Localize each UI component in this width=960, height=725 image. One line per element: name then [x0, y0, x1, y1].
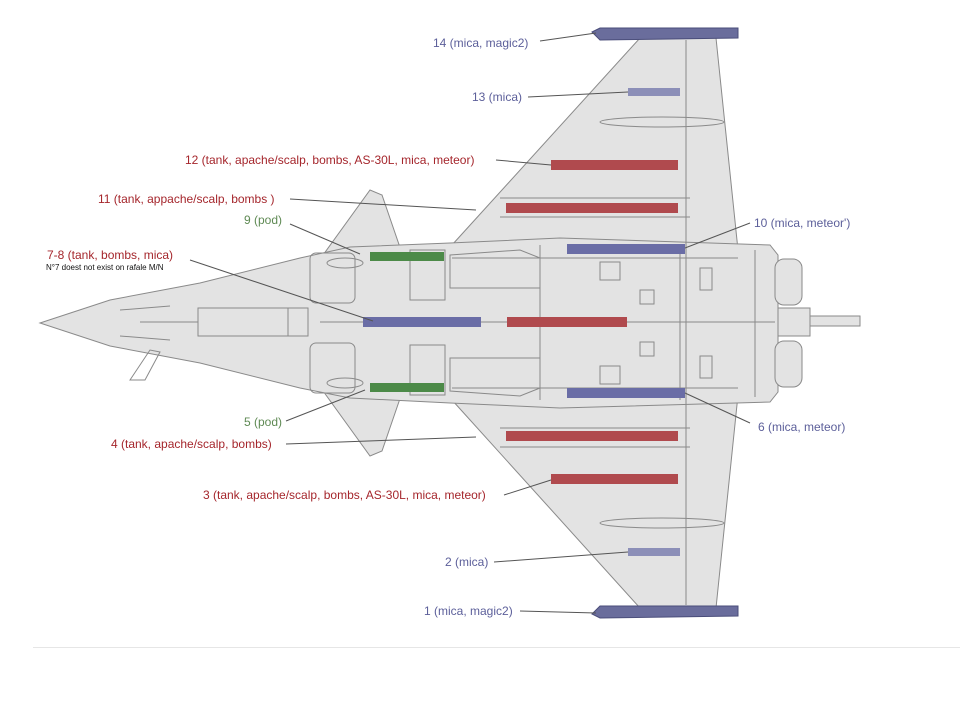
pylon-3	[551, 474, 678, 484]
pylon-9	[370, 252, 444, 261]
station-6-label: 6 (mica, meteor)	[758, 420, 846, 434]
station-9-label: 9 (pod)	[244, 213, 283, 227]
pylon-2	[628, 548, 680, 556]
leader-10	[684, 222, 751, 249]
station-14-label: 14 (mica, magic2)	[433, 36, 529, 50]
footer-divider	[33, 647, 960, 648]
pylon-12	[551, 160, 678, 170]
station-7-8-label: 7-8 (tank, bombs, mica)	[47, 248, 174, 262]
leader-6	[684, 392, 751, 424]
leader-2	[493, 551, 629, 563]
leader-5	[285, 389, 366, 422]
structure-details	[119, 40, 775, 605]
pylon-5	[370, 383, 444, 392]
station-5-label: 5 (pod)	[244, 415, 283, 429]
pylon-13	[628, 88, 680, 96]
leader-12	[495, 159, 552, 166]
leader-4	[285, 436, 477, 445]
nozzle-lower	[774, 340, 803, 388]
wingtip-rails	[591, 27, 739, 619]
station-12-label: 12 (tank, apache/scalp, bombs, AS-30L, m…	[185, 153, 475, 167]
leader-11	[289, 198, 477, 211]
station-1-label: 1 (mica, magic2)	[424, 604, 513, 618]
station-7-note: N°7 doest not exist on rafale M/N	[46, 263, 164, 272]
station-2-label: 2 (mica)	[445, 555, 489, 569]
pylon-11	[506, 203, 678, 213]
leader-14	[539, 32, 597, 42]
station-13-label: 13 (mica)	[472, 90, 523, 104]
nozzle-upper	[774, 258, 803, 306]
leader-3	[503, 479, 552, 496]
pylon-10	[567, 244, 685, 254]
station-3-label: 3 (tank, apache/scalp, bombs, AS-30L, mi…	[203, 488, 486, 502]
leader-1	[519, 610, 597, 614]
leader-13	[527, 91, 629, 98]
pylon-6	[567, 388, 685, 398]
tail-probe	[809, 315, 861, 327]
pylon-7-8-blue	[363, 317, 481, 327]
leader-9	[289, 223, 361, 255]
wingtip-rail-bottom	[591, 605, 739, 619]
tail-cone	[777, 307, 811, 337]
leader-7-8	[189, 259, 374, 322]
station-11-label: 11 (tank, appache/scalp, bombs )	[98, 192, 275, 206]
station-4-label: 4 (tank, apache/scalp, bombs)	[111, 437, 272, 451]
station-10-label: 10 (mica, meteor')	[754, 216, 851, 230]
wingtip-rail-top	[591, 27, 739, 41]
pylon-7-8-red	[507, 317, 627, 327]
pylon-4	[506, 431, 678, 441]
stores	[363, 88, 685, 556]
leader-lines	[189, 32, 751, 614]
